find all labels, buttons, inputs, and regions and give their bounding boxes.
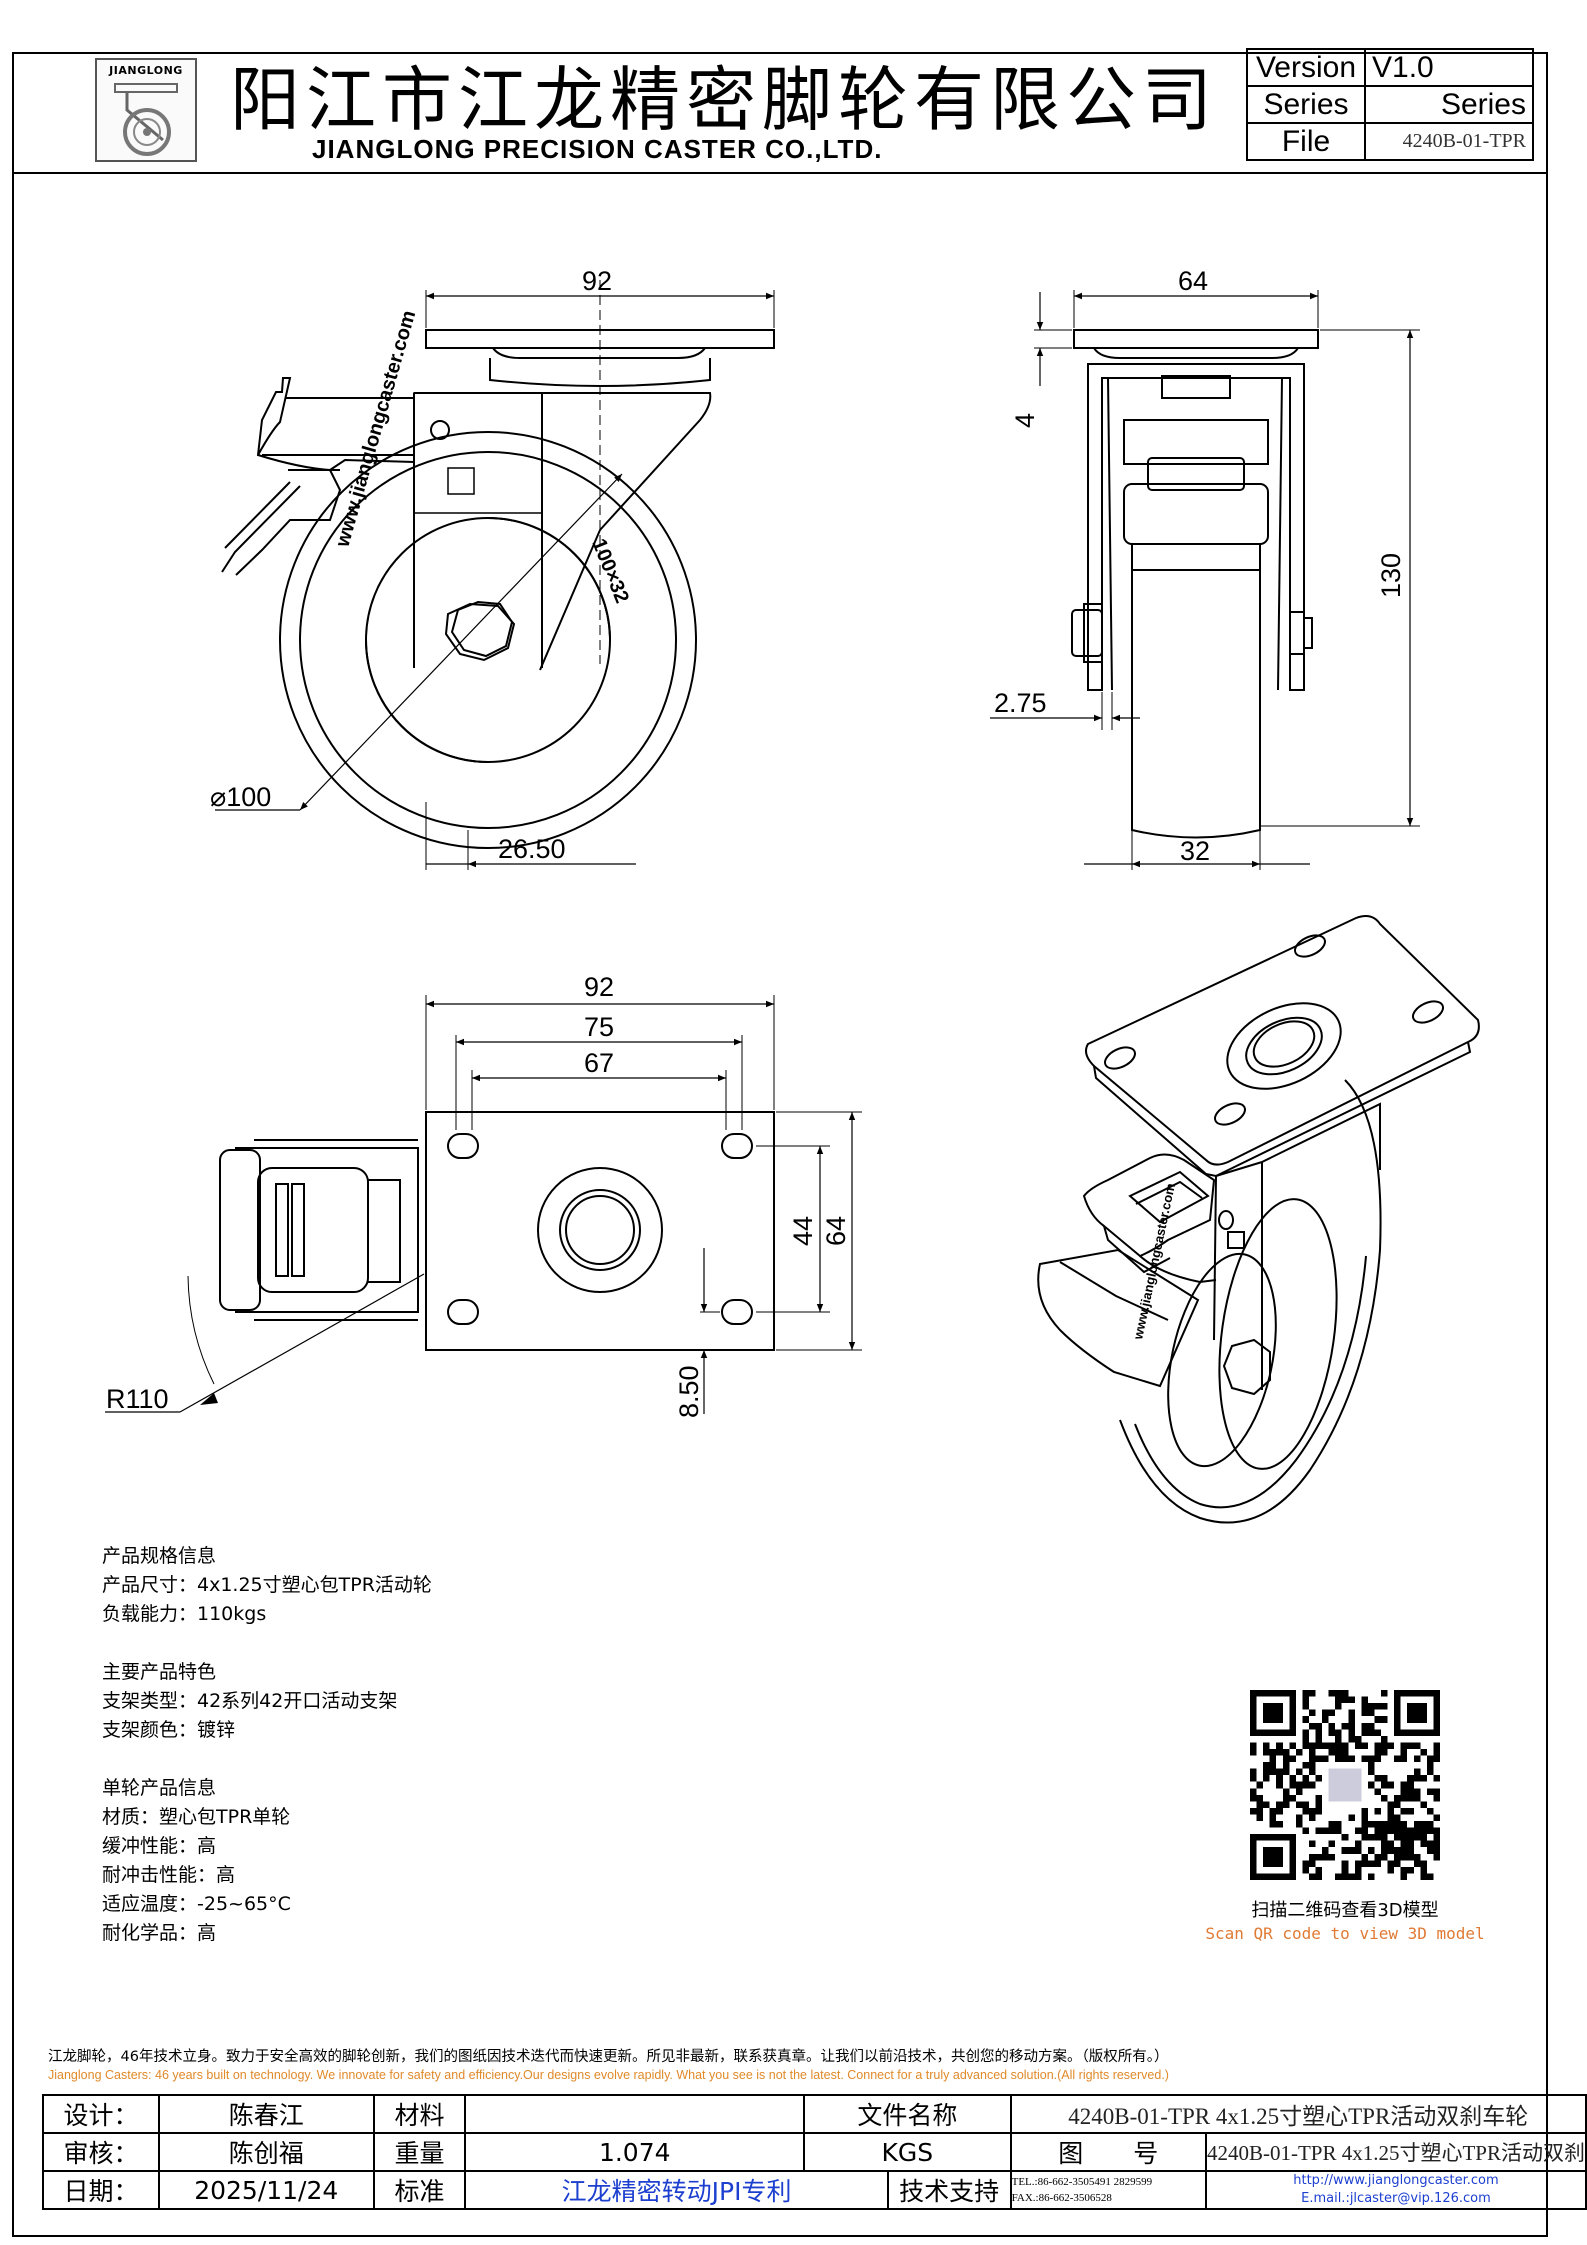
drawing-no-label: 图 号 — [1009, 2132, 1207, 2172]
dim-plan-edge: 8.50 — [674, 1365, 704, 1418]
qr-caption-en: Scan QR code to view 3D model — [1205, 1924, 1485, 1943]
spec-bracket-color: 支架颜色：镀锌 — [102, 1719, 236, 1741]
spec-chemical: 耐化学品：高 — [102, 1922, 217, 1944]
company-logo: JIANGLONG — [95, 58, 197, 162]
website-link[interactable]: http://www.jianglongcaster.com — [1293, 2173, 1499, 2188]
material-label: 材料 — [372, 2094, 467, 2134]
weight-label: 重量 — [372, 2132, 467, 2172]
standard-label: 标准 — [372, 2170, 467, 2210]
reviewer-name: 陈创福 — [158, 2132, 375, 2172]
front-view — [215, 280, 775, 870]
dim-plan-hole-span-inner: 67 — [584, 1048, 614, 1078]
spec-load: 负载能力：110kgs — [102, 1603, 267, 1625]
footer-note-en: Jianglong Casters: 46 years built on tec… — [48, 2068, 1169, 2082]
spec-section-title: 主要产品特色 — [102, 1661, 217, 1683]
material-value — [464, 2094, 806, 2134]
dim-side-height: 130 — [1376, 553, 1406, 598]
file-label: File — [1246, 122, 1366, 161]
version-table: Version V1.0 Series Series File 4240B-01… — [1246, 48, 1534, 161]
file-value: 4240B-01-TPR — [1364, 122, 1534, 161]
contact-web: http://www.jianglongcaster.com E.mail.:j… — [1204, 2170, 1587, 2210]
spec-bracket-type: 支架类型：42系列42开口活动支架 — [102, 1690, 398, 1712]
support-label: 技术支持 — [886, 2170, 1012, 2210]
header-divider — [12, 172, 1548, 174]
fax: FAX.:86-662-3506528 — [1011, 2192, 1112, 2204]
dim-side-axle: 2.75 — [994, 688, 1047, 718]
dim-plan-radius: R110 — [106, 1384, 169, 1414]
dim-side-top-width: 64 — [1178, 266, 1208, 296]
filename-value: 4240B-01-TPR 4x1.25寸塑心TPR活动双刹车轮 — [1009, 2094, 1587, 2134]
series-value: Series — [1364, 85, 1534, 124]
date-label: 日期： — [42, 2170, 160, 2210]
product-specs: 产品规格信息 产品尺寸：4x1.25寸塑心包TPR活动轮 负载能力：110kgs… — [102, 1542, 432, 1948]
qr-code[interactable] — [1250, 1690, 1440, 1880]
tel: TEL.:86-662-3505491 2829599 — [1011, 2176, 1153, 2188]
company-name-cn: 阳江市江龙精密脚轮有限公司 — [230, 59, 1218, 141]
dim-side-plate: 4 — [1010, 413, 1040, 428]
version-label: Version — [1246, 48, 1366, 87]
spec-cushion: 缓冲性能：高 — [102, 1835, 217, 1857]
reviewer-label: 审核： — [42, 2132, 160, 2172]
isometric-view — [1037, 915, 1480, 1524]
plan-view — [105, 995, 862, 1414]
tyre-size-label: 100×32 — [587, 536, 633, 607]
dim-front-offset: 26.50 — [498, 834, 566, 864]
email-link[interactable]: E.mail.:jlcaster@vip.126.com — [1301, 2191, 1491, 2206]
footer-note-cn: 江龙脚轮，46年技术立身。致力于安全高效的脚轮创新，我们的图纸因技术迭代而快速更… — [48, 2049, 1169, 2065]
logo-text: JIANGLONG — [109, 64, 183, 77]
drawing-frame — [12, 52, 1548, 2237]
weight-value: 1.074 — [464, 2132, 806, 2172]
dim-plan-width: 92 — [584, 972, 614, 1002]
weight-unit: KGS — [803, 2132, 1012, 2172]
spec-section-title: 单轮产品信息 — [102, 1777, 217, 1799]
date-value: 2025/11/24 — [158, 2170, 375, 2210]
company-name-en: JIANGLONG PRECISION CASTER CO.,LTD. — [312, 134, 883, 164]
standard-value: 江龙精密转动JPI专利 — [464, 2170, 889, 2210]
designer-name: 陈春江 — [158, 2094, 375, 2134]
series-label: Series — [1246, 85, 1366, 124]
spec-material: 材质：塑心包TPR单轮 — [102, 1806, 291, 1828]
designer-label: 设计： — [42, 2094, 160, 2134]
qr-caption-cn: 扫描二维码查看3D模型 — [1251, 1900, 1439, 1921]
filename-label: 文件名称 — [803, 2094, 1012, 2134]
dim-side-wheel-width: 32 — [1180, 836, 1210, 866]
drawing-no-value: 4240B-01-TPR 4x1.25寸塑心TPR活动双刹 — [1204, 2132, 1587, 2172]
caster-logo-icon — [114, 83, 178, 156]
spec-temperature: 适应温度：-25~65°C — [102, 1893, 291, 1915]
contact-phone: TEL.:86-662-3505491 2829599 FAX.:86-662-… — [1009, 2170, 1207, 2210]
dim-front-diameter: ⌀100 — [210, 782, 271, 812]
spec-impact: 耐冲击性能：高 — [102, 1864, 236, 1886]
wheel-website-text: www.jianglongcaster.com — [331, 308, 420, 550]
side-view — [990, 290, 1420, 870]
dim-plan-hole-depth: 44 — [788, 1216, 818, 1246]
dim-plan-hole-span: 75 — [584, 1012, 614, 1042]
version-value: V1.0 — [1364, 48, 1534, 87]
spec-section-title: 产品规格信息 — [102, 1545, 217, 1567]
dim-plan-depth: 64 — [821, 1216, 851, 1246]
spec-size: 产品尺寸：4x1.25寸塑心包TPR活动轮 — [102, 1574, 432, 1596]
title-block: 设计： 陈春江 材料 文件名称 4240B-01-TPR 4x1.25寸塑心TP… — [42, 2094, 1587, 2210]
dim-front-top-width: 92 — [582, 266, 612, 296]
